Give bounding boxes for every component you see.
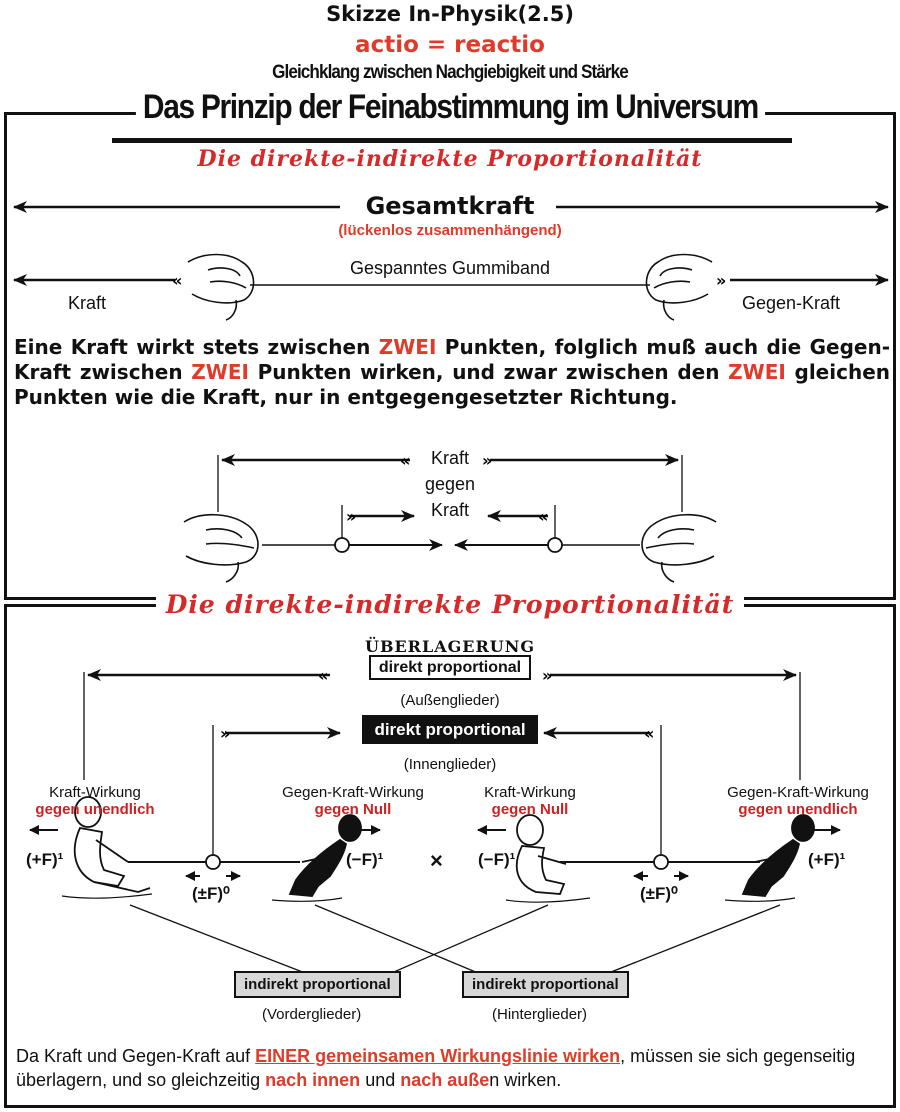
f-pm-right: (±F)⁰ bbox=[640, 884, 678, 903]
fig2-title: Gegen-Kraft-Wirkung bbox=[282, 784, 424, 801]
script-title-bottom: Die direkte-indirekte Proportionalität bbox=[155, 590, 745, 619]
svg-text:»: » bbox=[542, 666, 552, 685]
gesamtkraft-wrap: Gesamtkraft bbox=[0, 192, 900, 220]
title-underline bbox=[112, 138, 792, 143]
svg-text:»: » bbox=[482, 451, 492, 470]
svg-text:»: » bbox=[716, 271, 726, 290]
direkt-outer-wrap: direkt proportional bbox=[0, 655, 900, 680]
innen-label: (Innenglieder) bbox=[403, 756, 497, 773]
left-hand-lower-icon bbox=[183, 513, 259, 583]
figure-gegenkraft-wirkung-left-icon bbox=[271, 814, 362, 902]
red-line: actio = reactio bbox=[355, 32, 545, 58]
f-minus-right: (−F)¹ bbox=[478, 850, 516, 869]
fig1-title: Kraft-Wirkung bbox=[49, 784, 141, 801]
f-plus-left: (+F)¹ bbox=[26, 850, 64, 869]
direkt-inner-box: direkt proportional bbox=[362, 715, 538, 744]
direkt-outer-box: direkt proportional bbox=[368, 655, 532, 680]
gesamtkraft-label: Gesamtkraft bbox=[359, 192, 541, 220]
bottom-p6: nach auße bbox=[400, 1070, 490, 1090]
figure-kraft-wirkung-right-icon bbox=[505, 814, 591, 903]
fig1-sub: gegen unendlich bbox=[35, 801, 155, 818]
gummiband-label: Gespanntes Gummiband bbox=[349, 258, 551, 278]
paragraph-text: gleichen Punkten wie die Kraft, nur in e… bbox=[14, 360, 890, 409]
svg-text:«: « bbox=[538, 507, 548, 526]
point-left bbox=[334, 537, 350, 553]
fig4-title: Gegen-Kraft-Wirkung bbox=[727, 784, 869, 801]
kraft-inner-label: Kraft bbox=[430, 500, 469, 520]
gesamtkraft-note: (lückenlos zusammenhängend) bbox=[338, 222, 562, 239]
paragraph-zwei-punkte: Eine Kraft wirkt stets zwischen ZWEI Pun… bbox=[14, 335, 890, 410]
paragraph-text: Eine Kraft wirkt stets zwischen bbox=[14, 335, 379, 359]
rope-point-left bbox=[205, 854, 221, 870]
fig3-label: Kraft-Wirkung gegen Null bbox=[450, 784, 610, 818]
script-title-bottom-wrap: Die direkte-indirekte Proportionalität bbox=[0, 590, 900, 619]
indirekt-left-wrap: indirekt proportional bbox=[234, 971, 401, 998]
kraft-left-label: Kraft bbox=[68, 293, 107, 313]
script-title-top: Die direkte-indirekte Proportionalität bbox=[197, 146, 703, 172]
bottom-p1: Da Kraft und Gegen-Kraft auf bbox=[16, 1046, 256, 1066]
zwei-highlight: ZWEI bbox=[191, 360, 249, 384]
paragraph-text: Punkten, folglich muß auch die Gegen-Kra… bbox=[14, 335, 890, 384]
paragraph-text: Punkten wirken, und zwar zwischen den bbox=[248, 360, 729, 384]
top-title: Skizze In-Physik(2.5) bbox=[326, 2, 574, 26]
main-title-wrap: Das Prinzip der Feinabstimmung im Univer… bbox=[0, 88, 900, 127]
right-hand-lower-icon bbox=[641, 513, 717, 583]
svg-text:«: « bbox=[318, 666, 328, 685]
indirekt-right-wrap: indirekt proportional bbox=[462, 971, 629, 998]
fig2-label: Gegen-Kraft-Wirkung gegen Null bbox=[258, 784, 448, 818]
kraft-right-label: Gegen-Kraft bbox=[742, 293, 841, 313]
zwei-highlight: ZWEI bbox=[728, 360, 786, 384]
rope-point-right bbox=[653, 854, 669, 870]
hinter-label: (Hinterglieder) bbox=[492, 1006, 588, 1023]
bottom-p4: nach innen bbox=[265, 1070, 361, 1090]
left-hand-icon bbox=[187, 253, 255, 321]
indirekt-left-box: indirekt proportional bbox=[234, 971, 401, 998]
indirekt-right-box: indirekt proportional bbox=[462, 971, 629, 998]
bottom-p7: n wirken. bbox=[489, 1070, 562, 1090]
bottom-paragraph: Da Kraft und Gegen-Kraft auf EINER gemei… bbox=[16, 1044, 888, 1092]
aussen-label: (Außenglieder) bbox=[400, 692, 500, 709]
fig4-sub: gegen unendlich bbox=[738, 801, 858, 818]
right-hand-icon bbox=[645, 253, 713, 321]
main-title: Das Prinzip der Feinabstimmung im Univer… bbox=[135, 88, 765, 127]
bottom-p3: , müssen sie sich gegenseitig überlagern… bbox=[16, 1046, 856, 1090]
fig3-sub: gegen Null bbox=[491, 801, 569, 818]
svg-text:»: » bbox=[346, 507, 356, 526]
ueberlagerung: ÜBERLAGERUNG bbox=[364, 637, 536, 656]
f-pm-left: (±F)⁰ bbox=[192, 884, 230, 903]
f-minus-left: (−F)¹ bbox=[346, 850, 384, 869]
svg-text:«: « bbox=[172, 271, 182, 290]
svg-text:»: » bbox=[220, 724, 230, 743]
figure-kraft-wirkung-left-icon bbox=[61, 796, 153, 899]
point-right bbox=[547, 537, 563, 553]
f-plus-right: (+F)¹ bbox=[808, 850, 846, 869]
figure-gegenkraft-wirkung-right-icon bbox=[724, 814, 815, 902]
kraft-top-label: Kraft bbox=[430, 448, 469, 468]
fig2-sub: gegen Null bbox=[314, 801, 392, 818]
times-sign: × bbox=[430, 848, 443, 873]
svg-text:«: « bbox=[400, 451, 410, 470]
fig3-title: Kraft-Wirkung bbox=[484, 784, 576, 801]
subtitle: Gleichklang zwischen Nachgiebigkeit und … bbox=[272, 62, 629, 83]
direkt-inner-wrap: direkt proportional bbox=[0, 715, 900, 744]
svg-text:«: « bbox=[644, 724, 654, 743]
gegen-label: gegen bbox=[424, 474, 476, 494]
bottom-p2: EINER gemeinsamen Wirkungslinie wirken bbox=[255, 1046, 621, 1066]
fig1-label: Kraft-Wirkung gegen unendlich bbox=[10, 784, 180, 818]
vorder-label: (Vorderglieder) bbox=[262, 1006, 362, 1023]
fig4-label: Gegen-Kraft-Wirkung gegen unendlich bbox=[700, 784, 896, 818]
zwei-highlight: ZWEI bbox=[378, 335, 437, 359]
bottom-p5: und bbox=[360, 1070, 401, 1090]
